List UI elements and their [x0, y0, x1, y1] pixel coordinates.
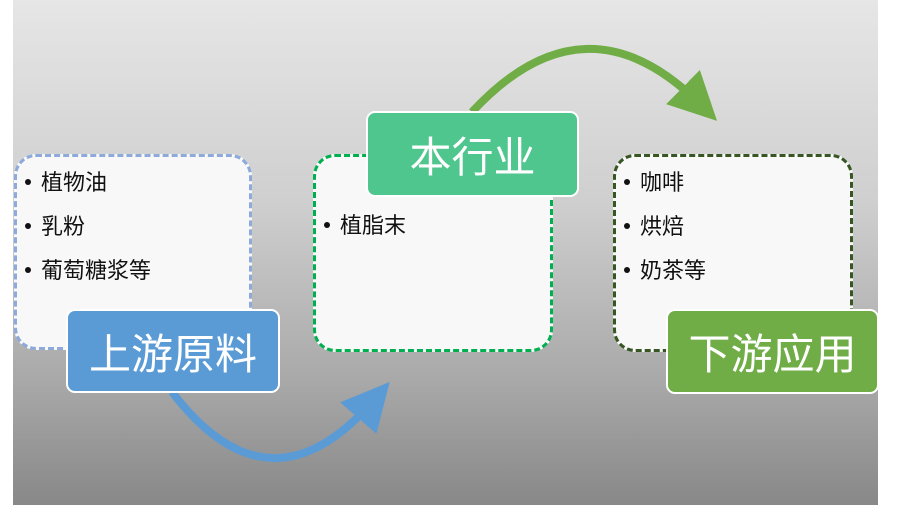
bullet-icon	[25, 267, 31, 273]
list-item: 植物油	[17, 162, 249, 206]
bullet-icon	[624, 179, 630, 185]
bullet-icon	[624, 267, 630, 273]
industry-list: 植脂末	[316, 205, 550, 249]
list-item: 乳粉	[17, 206, 249, 250]
downstream-list: 咖啡 烘焙 奶茶等	[616, 162, 850, 294]
bullet-icon	[324, 222, 330, 228]
upstream-list: 植物油 乳粉 葡萄糖浆等	[17, 162, 249, 294]
upstream-label: 上游原料	[66, 309, 280, 393]
upstream-card: 植物油 乳粉 葡萄糖浆等	[14, 154, 252, 350]
industry-label: 本行业	[366, 111, 579, 197]
list-item: 咖啡	[616, 162, 850, 206]
downstream-label: 下游应用	[666, 309, 879, 394]
bullet-icon	[25, 223, 31, 229]
upstream-to-industry-arrow	[168, 381, 390, 463]
list-item: 奶茶等	[616, 250, 850, 294]
industry-to-downstream-arrow	[469, 45, 718, 121]
bullet-icon	[624, 223, 630, 229]
bullet-icon	[25, 179, 31, 185]
list-item: 烘焙	[616, 206, 850, 250]
list-item: 植脂末	[316, 205, 550, 249]
list-item: 葡萄糖浆等	[17, 250, 249, 294]
